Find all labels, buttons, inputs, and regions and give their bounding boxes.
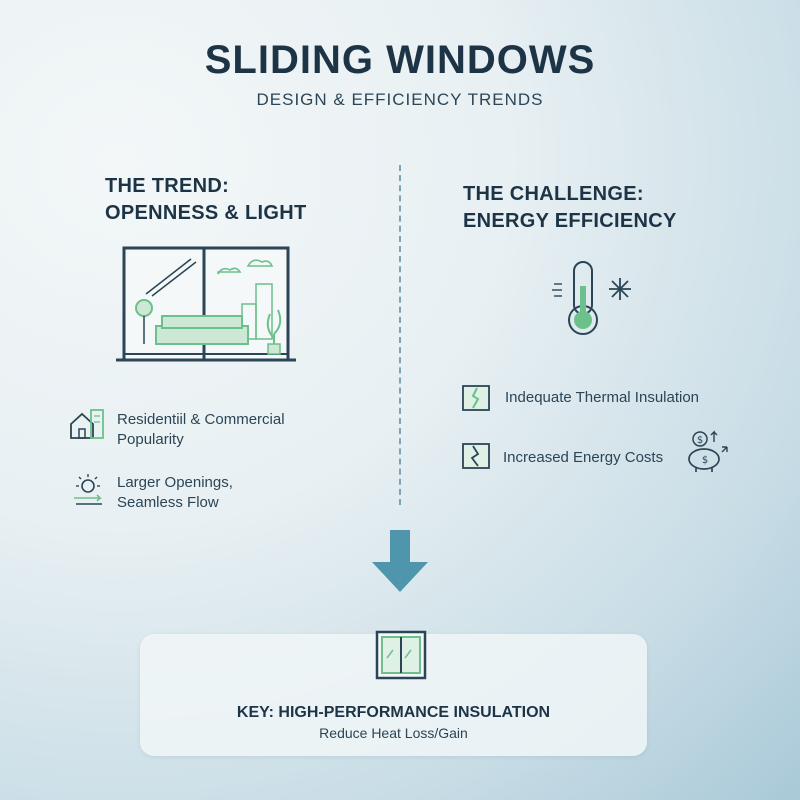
challenge-heading-line1: THE CHALLENGE: <box>463 183 644 205</box>
buildings-icon <box>68 406 106 440</box>
down-arrow-icon <box>370 530 430 594</box>
trend-item-1-line2: Popularity <box>117 431 184 448</box>
trend-item-2-line1: Larger Openings, <box>117 474 233 491</box>
page-title: SLIDING WINDOWS <box>204 38 596 82</box>
insulated-window-icon <box>375 630 427 680</box>
svg-text:$: $ <box>697 435 703 446</box>
sun-flow-icon <box>70 472 106 508</box>
challenge-item-1: Indequate Thermal Insulation <box>505 389 700 406</box>
key-title: KEY: HIGH-PERFORMANCE INSULATION <box>236 704 551 721</box>
trend-heading-line2: OPENNESS & LIGHT <box>105 202 307 224</box>
trend-item-2: Larger Openings, Seamless Flow <box>117 473 233 513</box>
challenge-item-2: Increased Energy Costs <box>503 449 664 466</box>
cracked-insulation-icon <box>461 384 491 412</box>
trend-item-1: Residentiil & Commercial Popularity <box>117 410 285 450</box>
svg-text:$: $ <box>702 455 708 466</box>
trend-heading: THE TREND: OPENNESS & LIGHT <box>105 173 307 227</box>
trend-item-2-line2: Seamless Flow <box>117 494 219 511</box>
key-subtitle: Reduce Heat Loss/Gain <box>319 725 468 741</box>
sliding-window-living-room-icon <box>116 244 296 364</box>
trend-item-1-line1: Residentiil & Commercial <box>117 411 285 428</box>
column-divider <box>399 165 401 505</box>
challenge-heading: THE CHALLENGE: ENERGY EFFICIENCY <box>463 181 677 235</box>
trend-heading-line1: THE TREND: <box>105 175 230 197</box>
broken-wall-icon <box>461 442 491 470</box>
thermometer-snowflake-icon <box>550 258 640 338</box>
page-subtitle: DESIGN & EFFICIENCY TRENDS <box>256 90 544 109</box>
challenge-heading-line2: ENERGY EFFICIENCY <box>463 210 677 232</box>
piggy-bank-money-icon: $ $ <box>684 428 730 474</box>
